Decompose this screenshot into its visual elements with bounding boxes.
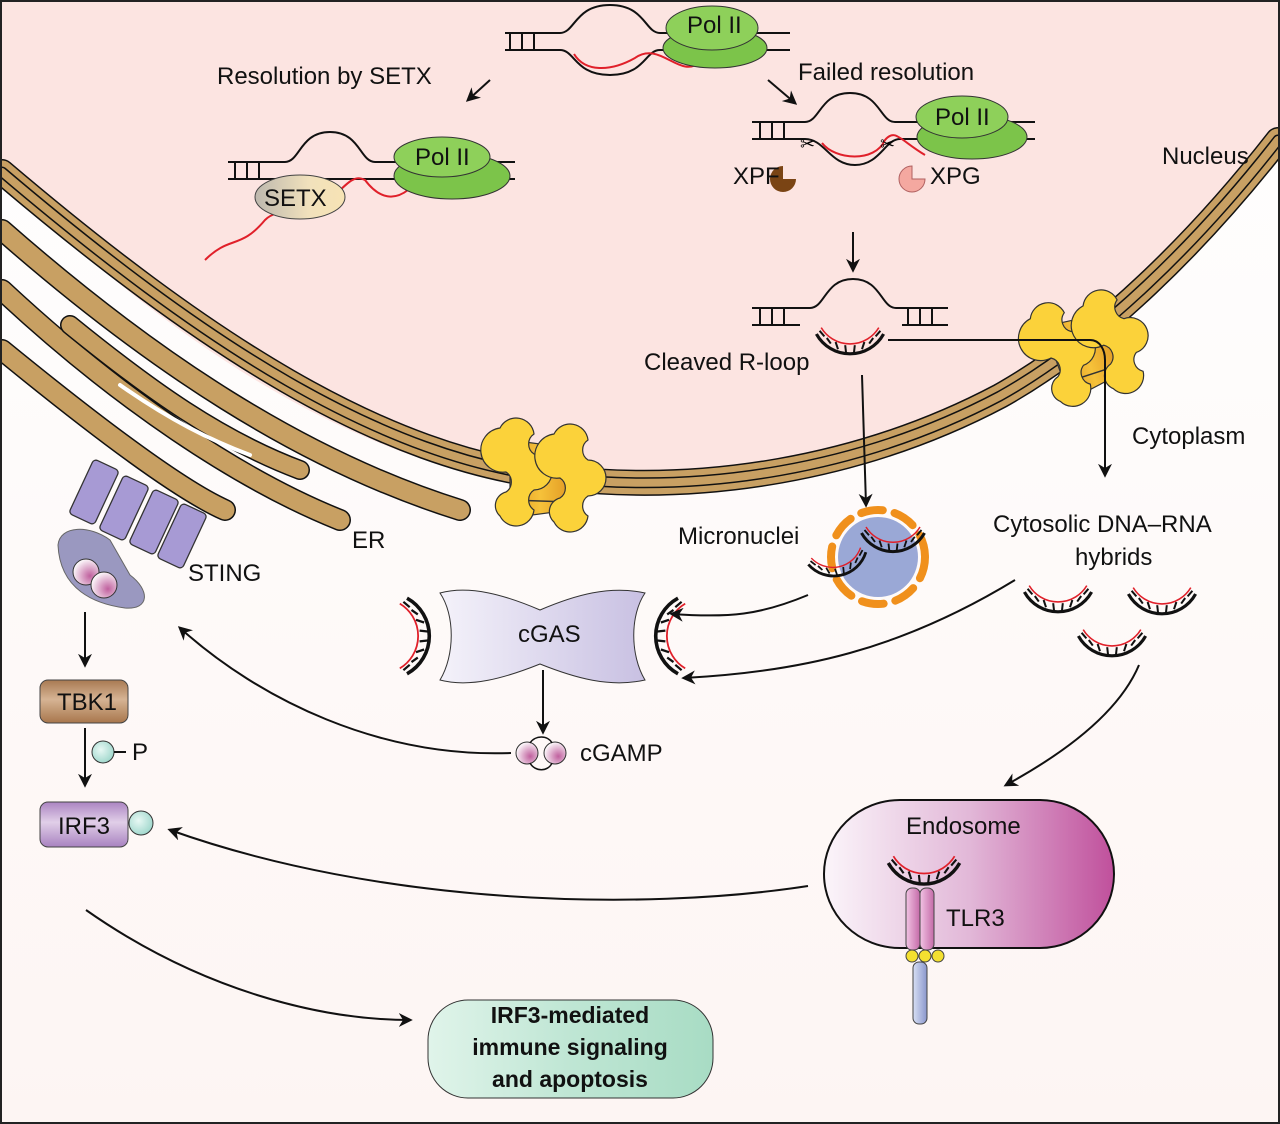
xpf-enzyme-icon [770,166,796,192]
label-micronuclei: Micronuclei [678,523,799,550]
endosome-label: Endosome [906,813,1021,840]
tbk1-box [39,679,129,724]
pol2-label: Pol II [935,104,990,131]
cgas-dimer [397,589,688,684]
er-membranes [0,219,471,531]
micronucleus [805,506,929,608]
dna-rna-hybrid [1022,583,1094,614]
dna-rna-hybrid [1076,627,1148,658]
phosphate-icon [128,810,154,836]
sting-complex [57,459,207,609]
tbk1-label: TBK1 [57,689,117,716]
label-cytoplasm: Cytoplasm [1132,423,1245,450]
phosphate-icon [91,740,115,764]
label-er: ER [352,527,385,554]
failed-resolution-cleavage: ✂ ✂ XPF XPG Pol II [733,91,1035,193]
tlr3-label: TLR3 [946,905,1005,932]
endosome [823,799,1115,1025]
dna-rna-hybrid [1126,585,1198,616]
setx-label: SETX [264,185,327,212]
label-resolution-setx: Resolution by SETX [217,63,432,90]
label-cleaved-rloop: Cleaved R-loop [644,349,809,376]
outcome-line-3: and apoptosis [492,1066,648,1092]
xpg-label: XPG [930,163,981,190]
sting-label: STING [188,560,261,587]
cleaved-rloop [752,277,948,356]
pol2-label: Pol II [415,144,470,171]
label-nucleus: Nucleus [1162,143,1249,170]
pol2-label: Pol II [687,12,742,39]
outcome-box [427,999,714,1099]
xpg-enzyme-icon [898,165,926,193]
nuclear-envelope [0,127,1280,496]
label-failed-resolution: Failed resolution [798,59,974,86]
scissors-icon: ✂ [800,134,815,154]
xpf-label: XPF [733,163,780,190]
phosphate-label: P [132,739,148,766]
cgas-label: cGAS [518,621,581,648]
irf3-label: IRF3 [58,813,110,840]
label-cytosolic-hybrids-2: hybrids [1075,544,1152,571]
cgamp-label: cGAMP [580,740,663,767]
cgamp-molecule [515,736,567,771]
setx-resolution: SETX Pol II [204,130,515,261]
outcome-line-2: immune signaling [472,1034,668,1060]
scissors-icon: ✂ [880,134,895,154]
irf3-box [39,801,129,848]
rloop-transcription: Pol II [505,3,790,77]
outcome-line-1: IRF3-mediated [491,1002,649,1028]
label-cytosolic-hybrids-1: Cytosolic DNA–RNA [993,511,1212,538]
